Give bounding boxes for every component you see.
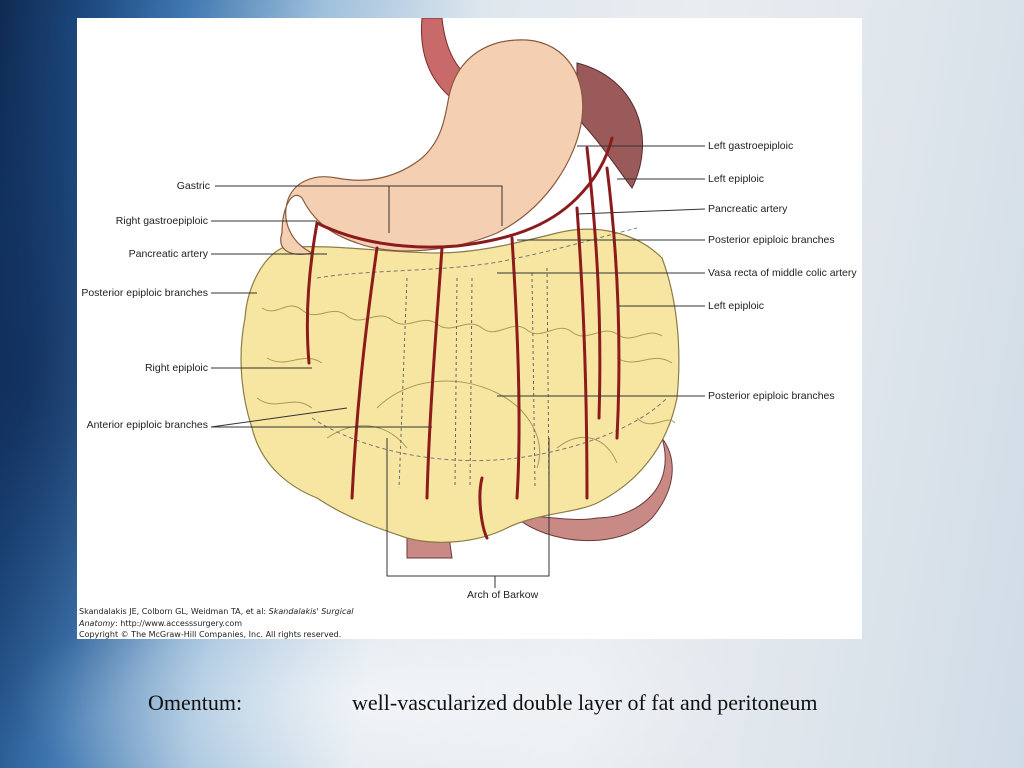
label-vasa-recta: Vasa recta of middle colic artery [708, 267, 857, 279]
label-posterior-epiploic-right-1: Posterior epiploic branches [708, 234, 835, 246]
arch-of-barkow-vessel [311, 397, 668, 462]
caption-definition: well-vascularized double layer of fat an… [352, 690, 818, 715]
caption-term: Omentum: [148, 690, 243, 715]
label-arch-of-barkow: Arch of Barkow [467, 589, 539, 601]
figure-credit: Skandalakis JE, Colborn GL, Weidman TA, … [79, 606, 479, 641]
label-left-gastroepiploic: Left gastroepiploic [708, 140, 793, 152]
label-left-epiploic-2: Left epiploic [708, 300, 764, 312]
greater-omentum [240, 228, 680, 543]
credit-line-3: Copyright © The McGraw-Hill Companies, I… [79, 630, 342, 639]
arteries [305, 136, 621, 540]
leader-lines [210, 145, 706, 588]
label-left-epiploic-1: Left epiploic [708, 173, 764, 185]
label-anterior-epiploic: Anterior epiploic branches [87, 419, 208, 431]
vasa-recta [398, 267, 550, 489]
label-posterior-epiploic-right-2: Posterior epiploic branches [708, 390, 835, 402]
label-right-epiploic: Right epiploic [145, 362, 208, 374]
label-posterior-epiploic-left: Posterior epiploic branches [81, 287, 208, 299]
credit-line-2: Anatomy: http://www.accesssurgery.com [79, 618, 243, 628]
spleen [576, 62, 644, 189]
omentum-folds [256, 305, 676, 469]
label-gastric: Gastric [177, 180, 210, 192]
stomach [280, 39, 584, 255]
label-pancreatic-artery-right: Pancreatic artery [708, 203, 788, 215]
credit-line-1: Skandalakis JE, Colborn GL, Weidman TA, … [79, 607, 354, 616]
label-right-gastroepiploic: Right gastroepiploic [116, 215, 208, 227]
omentum-anatomy-figure: Gastric Right gastroepiploic Pancreatic … [77, 18, 862, 639]
anatomy-illustration: Gastric Right gastroepiploic Pancreatic … [81, 18, 857, 601]
label-pancreatic-artery-left: Pancreatic artery [129, 248, 209, 260]
